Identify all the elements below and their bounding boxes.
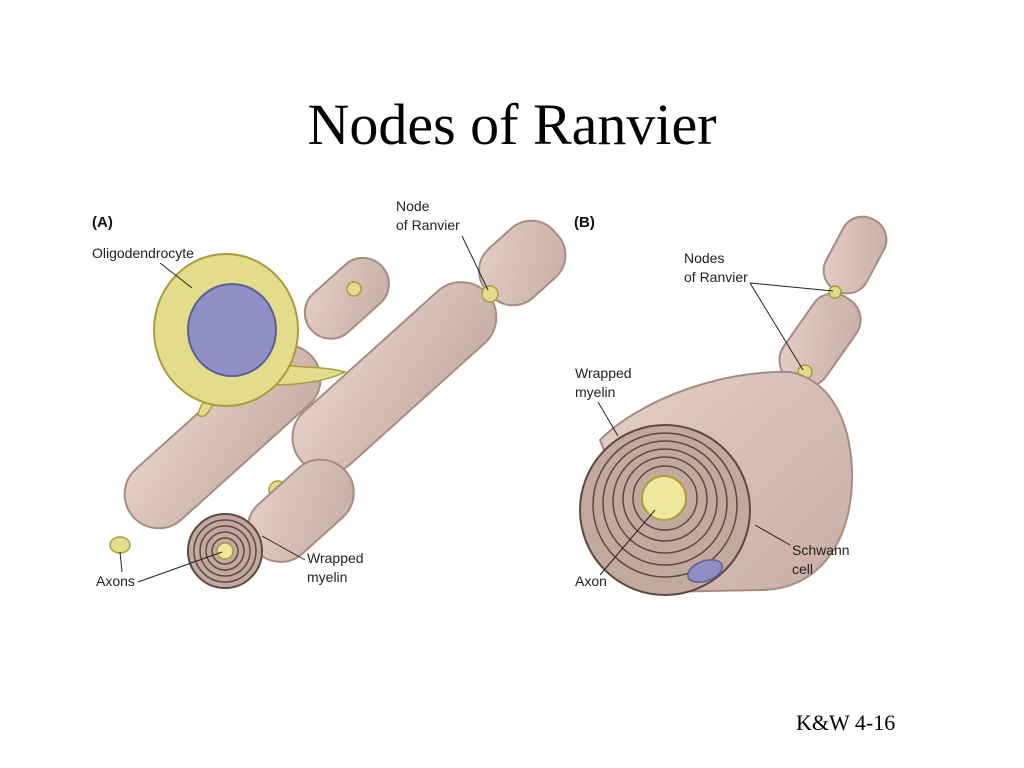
- schwann-label-line1: Schwann: [792, 542, 850, 558]
- myelin-label-line2: myelin: [307, 569, 347, 585]
- node-of-ranvier-dot: [828, 285, 842, 299]
- myelin-cross-section: [187, 513, 263, 589]
- node-leader-line: [461, 235, 489, 291]
- node-of-ranvier-dot: [346, 281, 362, 297]
- panel-b-tag: (B): [574, 214, 595, 231]
- axon-core: [216, 542, 234, 560]
- slide-title: Nodes of Ranvier: [307, 92, 717, 157]
- node-label-line1: Node: [396, 198, 430, 214]
- axons-leader-line: [137, 551, 223, 583]
- axon-leader-line: [599, 509, 656, 576]
- nodes-label-line2: of Ranvier: [684, 269, 748, 285]
- citation: K&W 4-16: [796, 710, 896, 735]
- axons-leader-line: [119, 551, 123, 573]
- panel-a-illustration: [109, 219, 567, 589]
- nucleus: [187, 283, 277, 377]
- panel-a-tag: (A): [92, 214, 113, 231]
- schwann-nucleus: [686, 559, 724, 583]
- oligodendrocyte-leader-line: [159, 262, 193, 289]
- myelin-label-line1: Wrapped: [307, 550, 364, 566]
- node-label-line2: of Ranvier: [396, 217, 460, 233]
- axons-label: Axons: [96, 573, 135, 589]
- schwann-leader-line: [754, 524, 791, 546]
- panel-b-illustration: [579, 215, 888, 596]
- axon-label: Axon: [575, 573, 607, 589]
- myelin-segment: [303, 256, 390, 340]
- schwann-label-line2: cell: [792, 561, 813, 577]
- b-myelin-label-line2: myelin: [575, 384, 615, 400]
- b-myelin-label-line1: Wrapped: [575, 365, 632, 381]
- myelin-leader-line: [261, 535, 306, 561]
- myelin-segment: [822, 215, 888, 295]
- b-myelin-leader-line: [597, 401, 619, 437]
- myelin-cross-section: [579, 424, 751, 596]
- nodes-leader-line: [749, 282, 834, 292]
- oligodendrocyte-label: Oligodendrocyte: [92, 245, 194, 261]
- axon-core: [641, 475, 687, 521]
- node-of-ranvier-dot: [481, 285, 499, 303]
- axon-tip: [109, 536, 131, 554]
- nodes-label-line1: Nodes: [684, 250, 724, 266]
- nodes-leader-line: [749, 282, 804, 371]
